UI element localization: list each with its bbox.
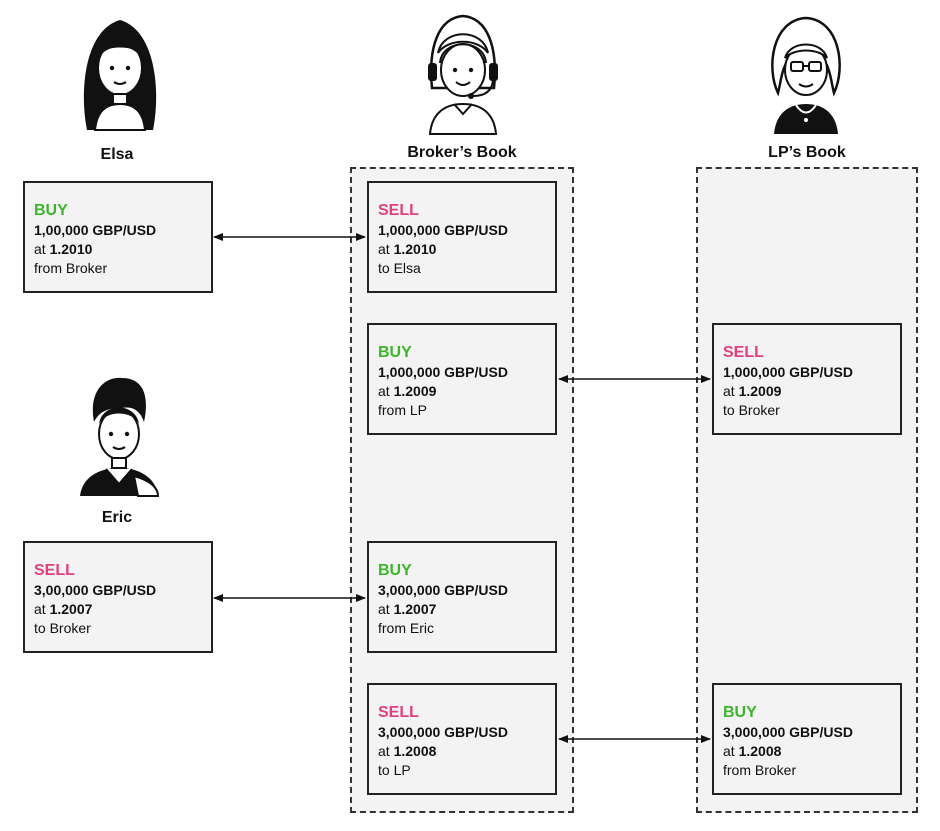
lp-book-label: LP’s Book	[768, 144, 846, 161]
trade-rate: 1.2010	[393, 241, 437, 257]
trade-rate: 1.2007	[393, 601, 437, 617]
broker-book-label: Broker’s Book	[407, 144, 517, 161]
trade-quantity: 1,000,000 GBP/USD	[378, 364, 508, 380]
trade-quantity: 1,000,000 GBP/USD	[723, 364, 853, 380]
trade-rate: 1.2007	[49, 601, 93, 617]
trade-rate: 1.2009	[738, 383, 782, 399]
older-woman-glasses-icon	[771, 16, 841, 134]
trade-rate-line: at 1.2008	[378, 743, 437, 759]
woman-headset-icon	[428, 14, 498, 135]
trade-side: BUY	[378, 344, 412, 361]
broker-sell-lp-box: SELL 3,000,000 GBP/USD at 1.2008 to LP	[367, 683, 557, 795]
eric-label: Eric	[101, 509, 133, 526]
trade-rate: 1.2008	[393, 743, 437, 759]
trade-side: SELL	[378, 704, 419, 721]
trade-rate-line: at 1.2008	[723, 743, 782, 759]
trade-rate: 1.2008	[738, 743, 782, 759]
lp-sell-broker-box: SELL 1,000,000 GBP/USD at 1.2009 to Brok…	[712, 323, 902, 435]
trade-rate-line: at 1.2010	[34, 241, 93, 257]
trade-side: SELL	[34, 562, 75, 579]
broker-buy-eric-box: BUY 3,000,000 GBP/USD at 1.2007 from Eri…	[367, 541, 557, 653]
trade-quantity: 3,000,000 GBP/USD	[378, 724, 508, 740]
trade-counterparty: from Eric	[378, 620, 434, 636]
broker-buy-lp-box: BUY 1,000,000 GBP/USD at 1.2009 from LP	[367, 323, 557, 435]
trade-side: BUY	[34, 202, 68, 219]
trade-side: SELL	[723, 344, 764, 361]
lp-buy-broker-box: BUY 3,000,000 GBP/USD at 1.2008 from Bro…	[712, 683, 902, 795]
trade-rate: 1.2010	[49, 241, 93, 257]
trade-rate-line: at 1.2010	[378, 241, 437, 257]
trade-rate-line: at 1.2009	[378, 383, 437, 399]
trade-side: SELL	[378, 202, 419, 219]
trade-rate-line: at 1.2007	[378, 601, 437, 617]
trade-counterparty: to Broker	[34, 620, 91, 636]
woman-long-hair-icon	[83, 20, 157, 131]
trade-counterparty: to LP	[378, 762, 411, 778]
trade-counterparty: to Broker	[723, 402, 780, 418]
trade-counterparty: from Broker	[34, 260, 108, 276]
trade-rate-line: at 1.2009	[723, 383, 782, 399]
trade-counterparty: from LP	[378, 402, 428, 418]
trade-counterparty: from Broker	[723, 762, 797, 778]
trade-side: BUY	[723, 704, 757, 721]
broker-sell-elsa-box: SELL 1,000,000 GBP/USD at 1.2010 to Elsa	[367, 181, 557, 293]
trade-quantity: 1,00,000 GBP/USD	[34, 222, 157, 238]
trade-quantity: 3,00,000 GBP/USD	[34, 582, 157, 598]
trade-counterparty: to Elsa	[378, 260, 421, 276]
trade-quantity: 1,000,000 GBP/USD	[378, 222, 508, 238]
elsa-trade-box: BUY 1,00,000 GBP/USD at 1.2010 from Brok…	[23, 181, 213, 293]
trade-side: BUY	[378, 562, 412, 579]
trade-quantity: 3,000,000 GBP/USD	[378, 582, 508, 598]
eric-trade-box: SELL 3,00,000 GBP/USD at 1.2007 to Broke…	[23, 541, 213, 653]
trade-rate: 1.2009	[393, 383, 437, 399]
man-icon	[80, 377, 160, 497]
trade-quantity: 3,000,000 GBP/USD	[723, 724, 853, 740]
trade-rate-line: at 1.2007	[34, 601, 93, 617]
elsa-label: Elsa	[100, 146, 134, 163]
